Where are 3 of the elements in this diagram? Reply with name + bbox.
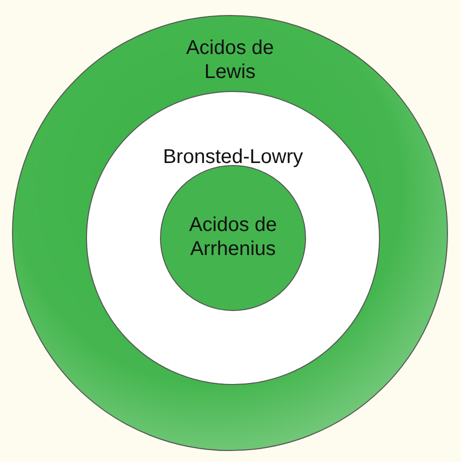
circle-label: Acidos de Arrhenius: [188, 213, 278, 261]
circle-label: Bronsted-Lowry: [162, 145, 304, 169]
circle-label: Acidos de Lewis: [185, 36, 275, 84]
